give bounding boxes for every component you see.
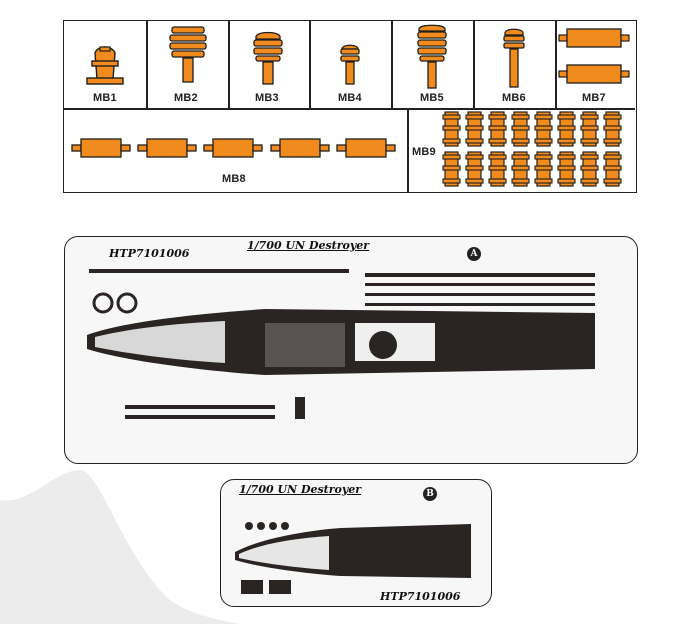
cell-divider <box>407 108 409 192</box>
part-label-mb3: MB3 <box>255 92 279 104</box>
vent-part-icon <box>253 31 283 85</box>
fret-a-mark: A <box>467 247 481 261</box>
part-label-mb9: MB9 <box>412 146 436 158</box>
part-mb6: MB6 <box>473 21 555 108</box>
fret-b-title: 1/700 UN Destroyer <box>239 483 362 496</box>
post-part-icon <box>503 28 525 88</box>
part-label-mb8: MB8 <box>222 173 246 185</box>
canister-part <box>557 111 576 147</box>
bollard-part-icon <box>86 46 124 85</box>
small-vent-part-icon <box>340 44 360 85</box>
cell-divider <box>146 21 148 108</box>
part-label-mb5: MB5 <box>420 92 444 104</box>
canister-part <box>580 151 599 187</box>
canister-part <box>603 111 622 147</box>
etched-fret-b: 1/700 UN Destroyer B HTP7101006 <box>220 479 492 607</box>
canister-part <box>488 111 507 147</box>
part-label-mb7: MB7 <box>582 92 606 104</box>
part-mb7: MB7 <box>555 21 635 108</box>
cell-divider <box>555 21 557 108</box>
fret-a-code: HTP7101006 <box>109 247 190 260</box>
part-mb2: MB2 <box>146 21 228 108</box>
canister-part <box>465 111 484 147</box>
part-label-mb2: MB2 <box>174 92 198 104</box>
canister-part <box>534 151 553 187</box>
canister-part <box>511 151 530 187</box>
cell-divider <box>228 21 230 108</box>
etched-fret-a: HTP7101006 1/700 UN Destroyer A <box>64 236 638 464</box>
rafts-row-icon <box>71 138 396 158</box>
part-label-mb1: MB1 <box>93 92 117 104</box>
mast-part-icon <box>417 24 447 89</box>
part-label-mb4: MB4 <box>338 92 362 104</box>
part-mb1: MB1 <box>64 21 146 108</box>
canister-part <box>465 151 484 187</box>
part-mb9: MB9 <box>407 108 635 192</box>
parts-table: MB1 MB2 MB3 MB4 <box>63 20 637 193</box>
canister-part <box>603 151 622 187</box>
part-label-mb6: MB6 <box>502 92 526 104</box>
canisters-grid-icon <box>442 111 622 187</box>
part-mb4: MB4 <box>309 21 391 108</box>
canister-part <box>557 151 576 187</box>
fret-b-mark: B <box>423 487 437 501</box>
canister-part <box>488 151 507 187</box>
fret-b-code: HTP7101006 <box>380 590 461 603</box>
canister-part <box>534 111 553 147</box>
canister-part <box>442 151 461 187</box>
canister-part <box>511 111 530 147</box>
cell-divider <box>391 21 393 108</box>
fret-a-etching <box>87 269 595 419</box>
fret-a-title: 1/700 UN Destroyer <box>247 239 370 252</box>
part-mb8: MB8 <box>64 108 407 192</box>
float-part-icon <box>558 28 630 84</box>
canister-part <box>442 111 461 147</box>
part-mb5: MB5 <box>391 21 473 108</box>
cell-divider <box>473 21 475 108</box>
canister-part <box>580 111 599 147</box>
fret-b-etching <box>235 522 471 594</box>
row-divider <box>64 108 635 110</box>
part-mb3: MB3 <box>228 21 309 108</box>
cell-divider <box>309 21 311 108</box>
winch-part-icon <box>169 26 207 83</box>
